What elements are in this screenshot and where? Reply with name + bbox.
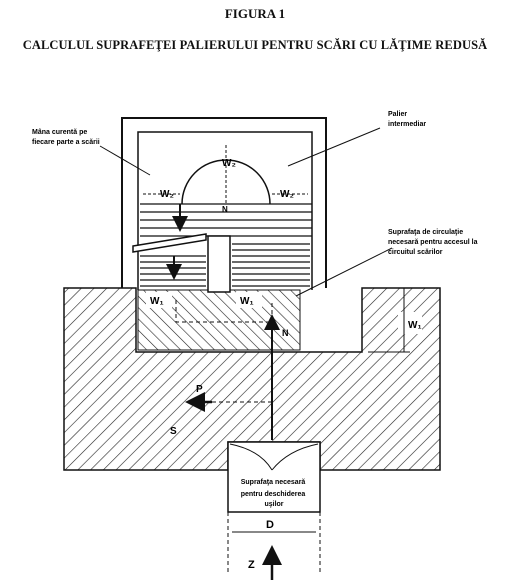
- upper-steps: [140, 203, 312, 237]
- lower-right-steps: [232, 243, 310, 287]
- w1-right-symbol: W₁: [408, 320, 422, 331]
- z-symbol: Z: [248, 559, 255, 571]
- door-area-label: Suprafaţa necesară pentru deschiderea uş…: [241, 479, 308, 508]
- p-symbol: P: [196, 384, 203, 395]
- n-lower-symbol: N: [282, 328, 289, 338]
- w1-mid-symbol: W₁: [240, 296, 254, 307]
- stair-divider: [207, 235, 231, 293]
- w2-right-symbol: W₂: [280, 189, 294, 200]
- door-opening-area: [227, 441, 321, 513]
- w2-top-symbol: W₂: [222, 158, 236, 169]
- w1-left-symbol: W₁: [150, 296, 164, 307]
- n-upper-symbol: N: [222, 205, 228, 214]
- circulation-label: Suprafaţa de circulaţie necesară pentru …: [388, 229, 479, 256]
- handrail-label: Mâna curentă pe fiecare parte a scării: [32, 129, 100, 146]
- handrail: [132, 233, 207, 253]
- figure-title: FIGURA 1: [224, 6, 286, 21]
- stair-enclosure-inner: [137, 131, 313, 290]
- d-symbol: D: [266, 519, 274, 531]
- walk-path: [175, 300, 273, 323]
- s-symbol: S: [170, 426, 177, 437]
- w2-left-symbol: W₂: [160, 189, 174, 200]
- figure-subtitle: CALCULUL SUPRAFEŢEI PALIERULUI PENTRU SC…: [22, 38, 488, 52]
- stair-enclosure-wall: [121, 117, 327, 288]
- landing-label: Palier intermediar: [388, 111, 426, 128]
